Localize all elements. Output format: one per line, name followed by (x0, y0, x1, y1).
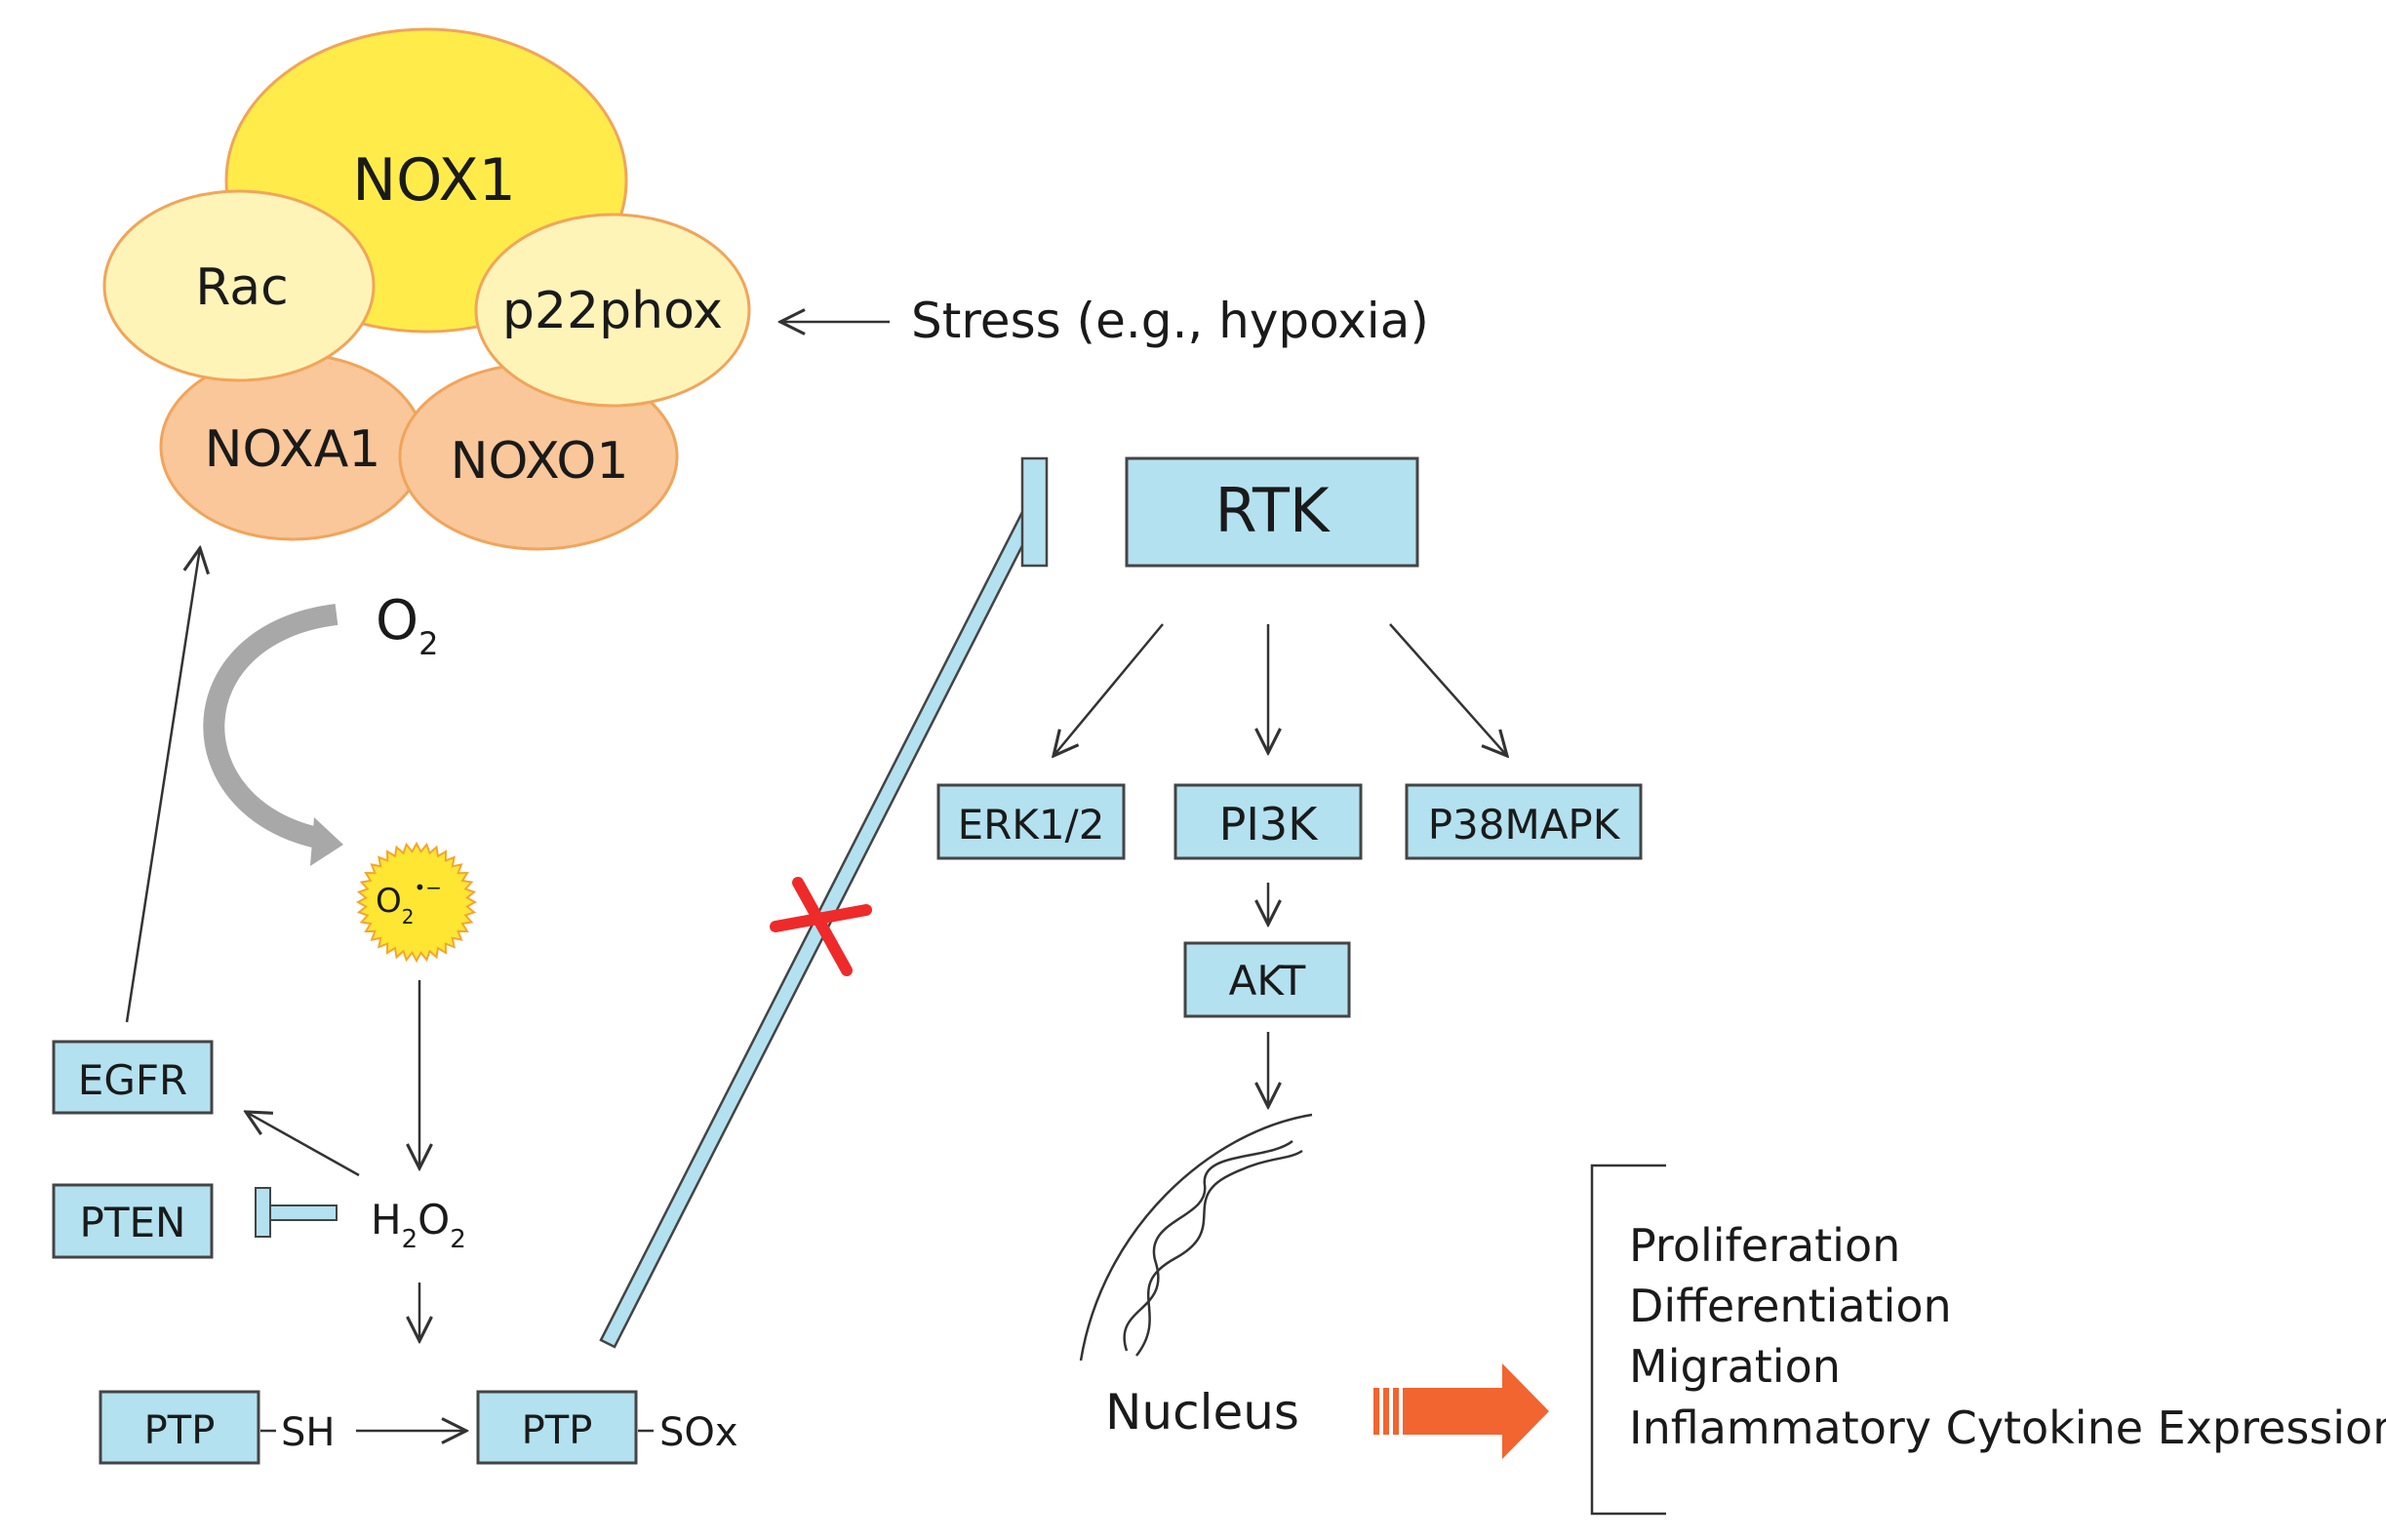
rac-label: Rac (195, 258, 288, 317)
big-orange-arrow-icon (1373, 1363, 1549, 1459)
ptp-right-box (476, 1390, 638, 1465)
akt-label: AKT (1229, 957, 1306, 1005)
outcome-item: Inflammatory Cytokine Expression (1629, 1402, 2386, 1454)
outcome-list: Proliferation Differentiation Migration … (1629, 1219, 2386, 1454)
rac-ellipse (102, 189, 376, 382)
rtk-box (1125, 456, 1419, 568)
rtk-label: RTK (1214, 475, 1330, 546)
superoxide-sun-icon (355, 841, 478, 964)
gray-arrowhead (310, 817, 343, 866)
ptp-left-box (99, 1390, 260, 1465)
egfr-label: EGFR (78, 1056, 187, 1104)
p38mapk-label: P38MAPK (1428, 801, 1621, 849)
h2o2-label: H2O2 (371, 1196, 466, 1254)
outcome-item: Proliferation (1629, 1219, 1900, 1272)
erk-label: ERK1/2 (958, 801, 1105, 849)
arrow-rtk-to-erk (1054, 623, 1164, 756)
stress-label: Stress (e.g., hypoxia) (911, 293, 1429, 349)
sh-label: SH (281, 1410, 335, 1455)
svg-text:O2: O2 (376, 589, 438, 662)
p38mapk-box (1405, 783, 1643, 860)
dna-icon (1123, 1139, 1303, 1357)
gray-curved-arrow (203, 604, 338, 849)
superoxide-label: O2•− (376, 876, 442, 928)
arrow-rtk-to-p38 (1389, 623, 1507, 756)
svg-text:O2•−: O2•− (376, 876, 442, 928)
p22phox-label: p22phox (502, 282, 723, 340)
pi3k-label: PI3K (1219, 798, 1320, 850)
inhibition-x-icon (770, 877, 872, 976)
ptp-left-label: PTP (144, 1408, 216, 1453)
pten-inhibition-bar (255, 1187, 338, 1238)
erk-box (936, 783, 1126, 860)
p22phox-ellipse (474, 213, 751, 408)
nox1-label: NOX1 (352, 146, 516, 215)
outcome-item: Migration (1629, 1340, 1841, 1393)
noxo1-label: NOXO1 (451, 432, 629, 491)
akt-box (1183, 941, 1351, 1018)
outcome-item: Differentiation (1629, 1280, 1952, 1332)
nox-complex: NOX1 Rac p22phox NOXA1 NOXO1 (102, 27, 751, 551)
sox-label: SOx (659, 1410, 738, 1455)
egfr-box (52, 1040, 214, 1115)
outcome-bracket (1590, 1164, 1666, 1516)
arrow-egfr-to-complex (125, 548, 200, 1023)
pten-box (52, 1183, 214, 1259)
nucleus-label: Nucleus (1105, 1384, 1299, 1441)
arrow-h2o2-to-egfr (246, 1112, 360, 1177)
nucleus-envelope (1079, 1113, 1313, 1362)
rtk-membrane-bar (1020, 456, 1049, 568)
superoxide-sun-shape (355, 841, 478, 964)
pten-label: PTEN (80, 1199, 186, 1246)
ptp-right-label: PTP (522, 1408, 593, 1453)
oxygen-label: O2 (376, 589, 438, 662)
svg-text:H2O2: H2O2 (371, 1196, 466, 1254)
pi3k-box (1173, 783, 1363, 860)
noxa1-label: NOXA1 (205, 420, 381, 479)
